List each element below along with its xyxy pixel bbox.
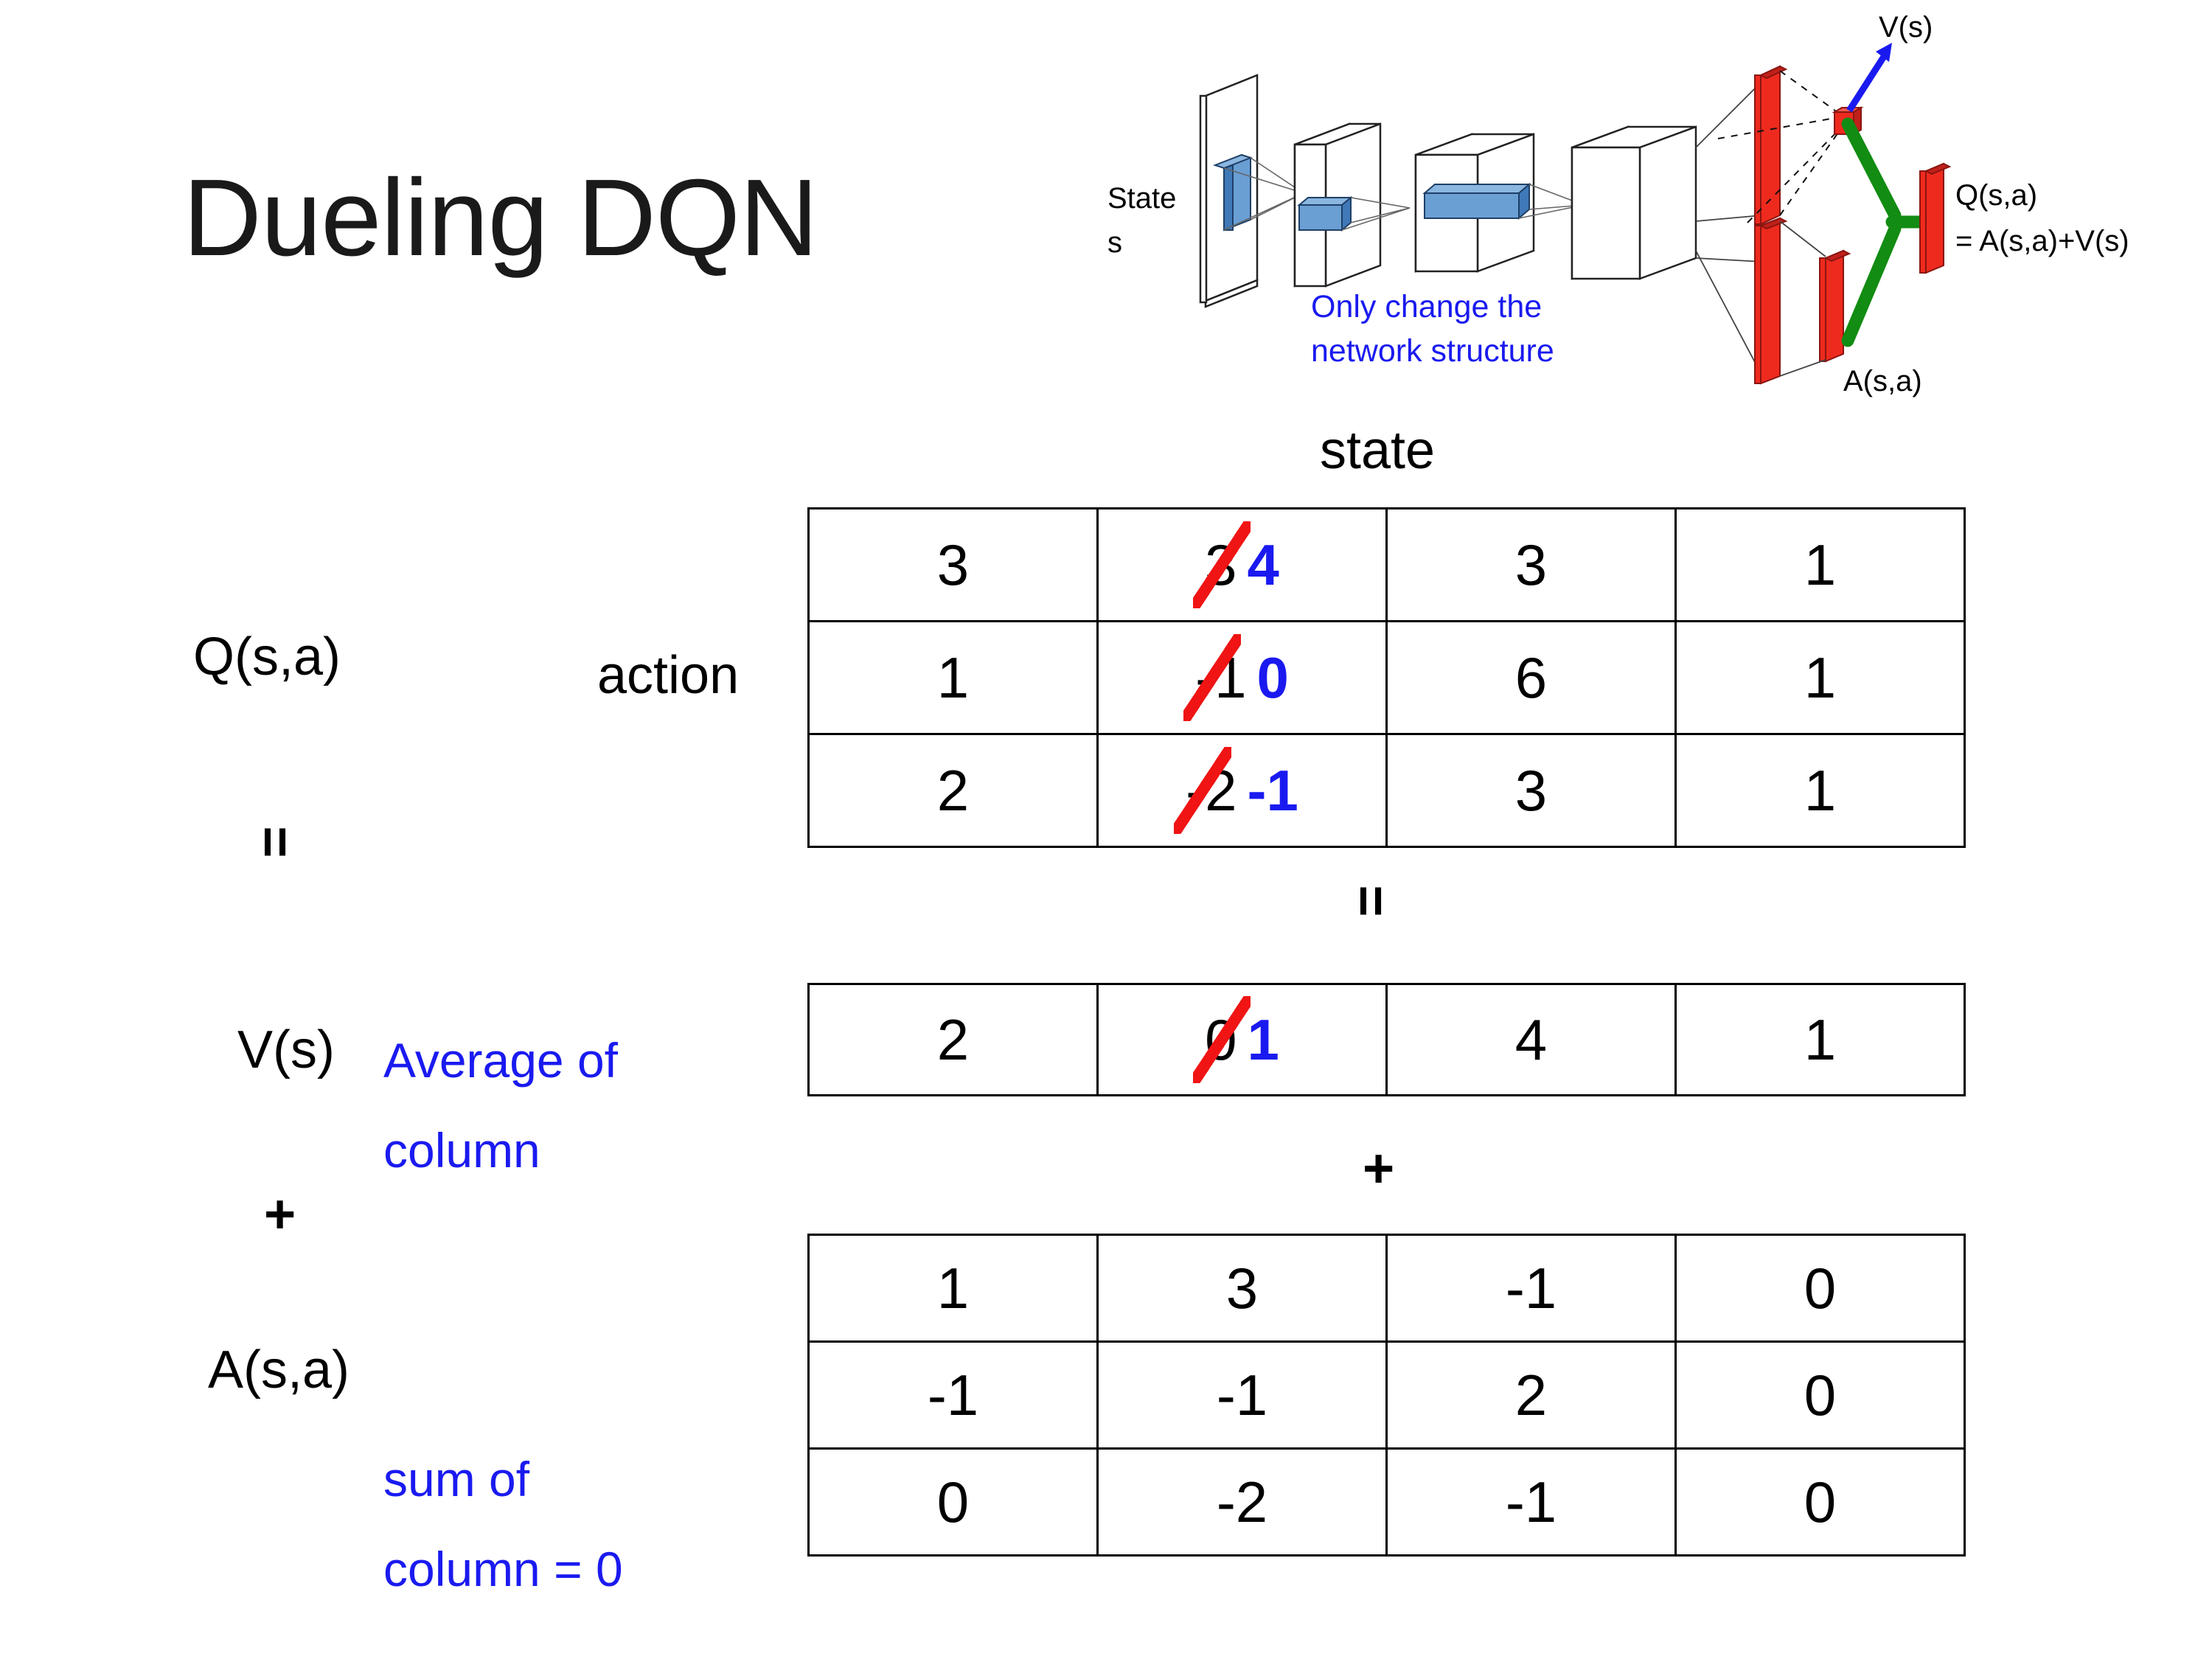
v-cell-r0c2[interactable]: 4 [1385,983,1677,1096]
conv-patch-2-shape [1422,182,1531,220]
conv-block-1-shape [1293,122,1382,288]
a-cell-r1c2[interactable]: 2 [1385,1340,1677,1450]
table-row: 2 -2 -1 3 1 [807,733,1966,848]
table-row: 2 0 1 4 1 [807,983,1966,1096]
v-value-table: 2 0 1 4 1 [807,983,1966,1096]
equals-sign-1: = [245,826,307,858]
v-cell-r0c1[interactable]: 0 1 [1096,983,1388,1096]
equals-sign-2: = [1340,885,1402,917]
sum-note-line1: sum of [383,1452,530,1506]
q-cell-r1c2[interactable]: 6 [1385,620,1677,735]
a-cell-r0c1[interactable]: 3 [1096,1234,1388,1343]
q-cell-r2c1-old: -2 [1174,746,1237,834]
q-cell-r2c1-new: -1 [1247,757,1298,823]
q-function-label: Q(s,a) [193,627,341,686]
a-cell-r1c0[interactable]: -1 [807,1340,1099,1450]
q-cell-r2c1[interactable]: -2 -1 [1096,733,1388,848]
average-note-line2: column [383,1123,540,1178]
state-axis-label: state [1320,421,1436,480]
sum-note-line2: column = 0 [383,1542,623,1596]
q-cell-r1c1-new: 0 [1256,644,1289,710]
action-axis-label: action [597,646,740,705]
diagram-note-line2: network structure [1311,333,1554,369]
v-cell-r0c1-old: 0 [1192,995,1251,1083]
a-cell-r2c2[interactable]: -1 [1385,1447,1677,1557]
table-row: 3 3 4 3 1 [807,507,1966,622]
q-cell-r0c1-old: 3 [1192,521,1251,608]
value-aggregate-lines [1717,70,1844,223]
page-title: Dueling DQN [183,157,818,279]
q-output-bar-shape [1919,162,1952,274]
q-cell-r1c0[interactable]: 1 [807,620,1099,735]
q-cell-r2c0[interactable]: 2 [807,733,1099,848]
q-cell-r0c1-new: 4 [1247,532,1279,597]
q-cell-r1c1[interactable]: -1 0 [1096,620,1388,735]
v-cell-r0c3[interactable]: 1 [1674,983,1966,1096]
q-value-table: 3 3 4 3 1 1 -1 0 6 1 2 -2 -1 3 1 [807,507,1966,848]
a-cell-r2c3[interactable]: 0 [1674,1447,1966,1557]
q-cell-r2c2[interactable]: 3 [1385,733,1677,848]
v-cell-r0c0[interactable]: 2 [807,983,1099,1096]
diagram-note-line1: Only change the [1311,289,1542,324]
conv-block-3-shape [1571,125,1697,280]
q-cell-r0c0[interactable]: 3 [807,507,1099,622]
plus-sign-1: + [264,1183,296,1245]
q-cell-r1c3[interactable]: 1 [1674,620,1966,735]
plus-sign-2: + [1363,1138,1395,1199]
input-patch-shape [1213,153,1253,232]
state-label-line1: State [1107,182,1176,215]
state-label-line2: s [1107,226,1122,259]
dueling-network-diagram: State s V(s) A(s,a) Q(s,a) = A(s,a)+V(s)… [1106,7,2205,409]
a-cell-r1c3[interactable]: 0 [1674,1340,1966,1450]
average-note-line1: Average of [383,1033,619,1088]
combine-connector-shape [1841,117,1937,347]
a-cell-r1c1[interactable]: -1 [1096,1340,1388,1450]
q-cell-r0c1[interactable]: 3 4 [1096,507,1388,622]
v-cell-r0c1-new: 1 [1247,1006,1279,1072]
q-cell-r2c3[interactable]: 1 [1674,733,1966,848]
q-cell-r0c3[interactable]: 1 [1674,507,1966,622]
advantage-table: 1 3 -1 0 -1 -1 2 0 0 -2 -1 0 [807,1234,1966,1557]
q-output-label-line1: Q(s,a) [1955,179,2037,212]
advantage-stream-bar-shape [1754,217,1788,385]
advantage-output-label: A(s,a) [1843,365,1922,397]
q-cell-r1c1-old: -1 [1183,633,1247,721]
q-cell-r0c2[interactable]: 3 [1385,507,1677,622]
a-cell-r0c3[interactable]: 0 [1674,1234,1966,1343]
value-output-label: V(s) [1879,11,1933,44]
table-row: -1 -1 2 0 [807,1340,1966,1450]
a-cell-r0c2[interactable]: -1 [1385,1234,1677,1343]
conv-patch-1-shape [1297,195,1353,232]
a-cell-r2c0[interactable]: 0 [807,1447,1099,1557]
table-row: 0 -2 -1 0 [807,1447,1966,1557]
stream-split-lines [1695,80,1763,377]
a-cell-r0c0[interactable]: 1 [807,1234,1099,1343]
v-function-label: V(s) [237,1020,335,1079]
q-output-label-line2: = A(s,a)+V(s) [1955,225,2129,257]
a-cell-r2c1[interactable]: -2 [1096,1447,1388,1557]
table-row: 1 -1 0 6 1 [807,620,1966,735]
a-function-label: A(s,a) [208,1340,350,1399]
value-output-arrow-icon [1846,43,1892,113]
table-row: 1 3 -1 0 [807,1234,1966,1343]
